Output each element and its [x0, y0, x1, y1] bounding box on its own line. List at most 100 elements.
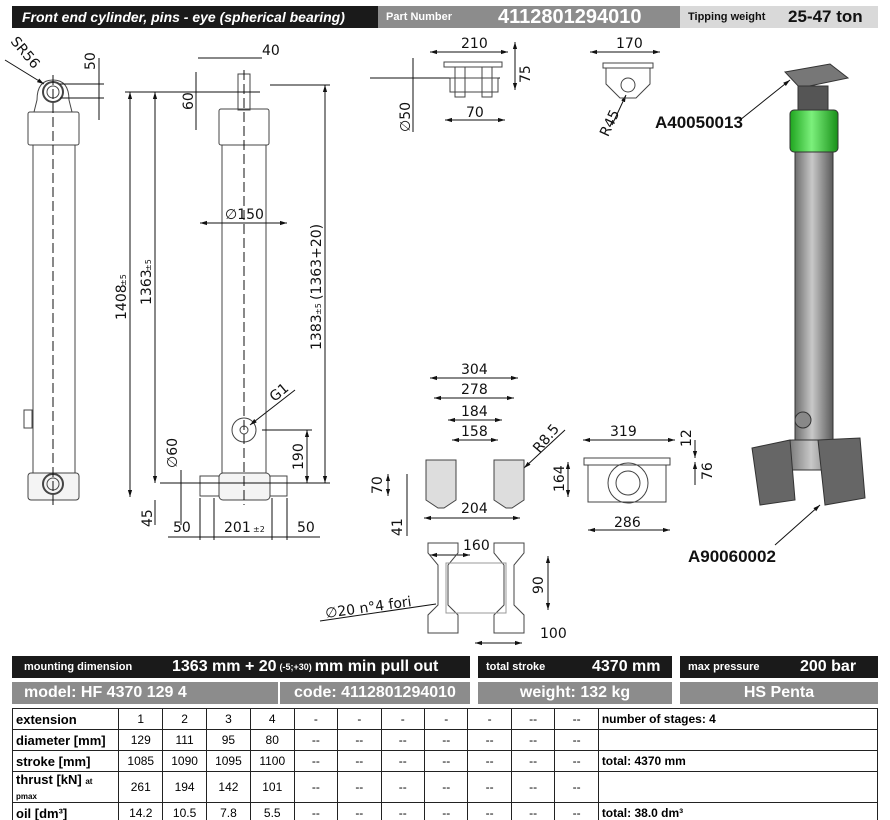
- table-cell: 194: [162, 771, 207, 803]
- dim-g1: G1: [267, 380, 292, 405]
- dim-r8-5: R8.5: [530, 421, 563, 456]
- table-cell: -: [337, 708, 382, 730]
- table-cell: 1: [118, 708, 164, 730]
- table-cell: 1090: [162, 750, 207, 772]
- mounting-tolerance: (-5;+30): [279, 662, 312, 672]
- table-cell: --: [554, 750, 599, 772]
- brand-bar: HS Penta: [680, 682, 878, 704]
- table-cell: --: [293, 771, 339, 803]
- tipping-weight: 25-47 ton: [788, 7, 863, 26]
- table-cell: --: [380, 802, 426, 820]
- dim-1363: 1363: [139, 269, 155, 305]
- dim-170: 170: [616, 36, 643, 52]
- table-cell: 129: [118, 729, 164, 751]
- table-cell: 7.8: [206, 802, 251, 820]
- table-cell: --: [510, 750, 556, 772]
- total-stroke-bar: total stroke 4370 mm: [478, 656, 672, 678]
- table-cell: --: [337, 771, 382, 803]
- dim-90: 90: [531, 576, 547, 594]
- table-cell: --: [337, 750, 382, 772]
- tipping-weight-bar: Tipping weight 25-47 ton: [680, 6, 878, 28]
- dim-pin-50-left: 50: [173, 520, 191, 536]
- mounting-value-b: mm min pull out: [314, 658, 439, 675]
- weight: weight: 132 kg: [519, 684, 631, 701]
- table-cell: 95: [206, 729, 251, 751]
- dim-41: 41: [390, 518, 406, 536]
- row-label-text: oil [dm³]: [16, 805, 68, 820]
- table-cell: --: [467, 750, 512, 772]
- table-cell: 1100: [249, 750, 295, 772]
- table-cell: --: [467, 771, 512, 803]
- brand: HS Penta: [743, 684, 815, 701]
- table-cell: --: [293, 729, 339, 751]
- dim-158: 158: [461, 424, 488, 440]
- table-cell: -: [380, 708, 426, 730]
- row-label-sub: at pmax: [16, 777, 93, 801]
- dim-76: 76: [700, 462, 716, 480]
- row-note: [597, 771, 879, 803]
- dim-160: 160: [463, 538, 490, 554]
- dim-1363-tol: ±5: [144, 259, 153, 271]
- dim-201: 201: [224, 520, 251, 536]
- cylinder-3d-render: [751, 63, 866, 506]
- table-cell: 14.2: [118, 802, 164, 820]
- total-stroke-label: total stroke: [486, 661, 546, 673]
- table-cell: --: [554, 708, 599, 730]
- table-cell: 5.5: [249, 802, 295, 820]
- dim-foot-70: 70: [370, 476, 386, 494]
- table-cell: 2: [162, 708, 207, 730]
- dim-1408-tol: ±5: [119, 274, 128, 286]
- table-cell: 1085: [118, 750, 164, 772]
- dim-204: 204: [461, 501, 488, 517]
- row-label-text: thrust [kN]: [16, 772, 82, 787]
- table-cell: --: [293, 750, 339, 772]
- dim-sr56: SR56: [7, 34, 43, 72]
- table-cell: 111: [162, 729, 207, 751]
- dim-201-tol: ±2: [253, 525, 265, 534]
- dim-rod-40: 40: [262, 43, 280, 59]
- dim-1383: 1383: [309, 314, 325, 350]
- dim-70: 70: [466, 105, 484, 121]
- title-bar: Front end cylinder, pins - eye (spherica…: [12, 6, 378, 28]
- table-cell: --: [467, 802, 512, 820]
- table-cell: -: [423, 708, 469, 730]
- dim-319: 319: [610, 424, 637, 440]
- table-cell: --: [554, 771, 599, 803]
- dim-304: 304: [461, 362, 488, 378]
- sheet-title: Front end cylinder, pins - eye (spherica…: [22, 9, 345, 25]
- dim-278: 278: [461, 382, 488, 398]
- table-cell: 101: [249, 771, 295, 803]
- dim-286: 286: [614, 515, 641, 531]
- row-note: total: 4370 mm: [597, 750, 879, 772]
- row-note: number of stages: 4: [597, 708, 879, 730]
- dim-164: 164: [552, 465, 568, 492]
- row-note: [597, 729, 879, 751]
- dim-dia60: ∅60: [165, 438, 181, 468]
- table-cell: --: [554, 802, 599, 820]
- dim-eye-50: 50: [83, 52, 99, 70]
- dim-100: 100: [540, 626, 567, 642]
- table-cell: -: [467, 708, 512, 730]
- table-cell: --: [423, 729, 469, 751]
- dim-pin-50-right: 50: [297, 520, 315, 536]
- mounting-label: mounting dimension: [24, 661, 133, 673]
- tipping-weight-label: Tipping weight: [688, 11, 766, 23]
- dim-210: 210: [461, 36, 488, 52]
- cylinder-side-view: [23, 75, 80, 505]
- table-cell: --: [510, 771, 556, 803]
- dim-45: 45: [140, 509, 156, 527]
- dim-184: 184: [461, 404, 488, 420]
- mounting-dimension-bar: mounting dimension 1363 mm + 20 (-5;+30)…: [12, 656, 470, 678]
- dim-60: 60: [181, 92, 197, 110]
- table-cell: --: [467, 729, 512, 751]
- table-cell: --: [510, 708, 556, 730]
- dim-1383-note: (1363+20): [309, 224, 325, 300]
- cylinder-front-view: [199, 70, 288, 505]
- row-note: total: 38.0 dm³: [597, 802, 879, 820]
